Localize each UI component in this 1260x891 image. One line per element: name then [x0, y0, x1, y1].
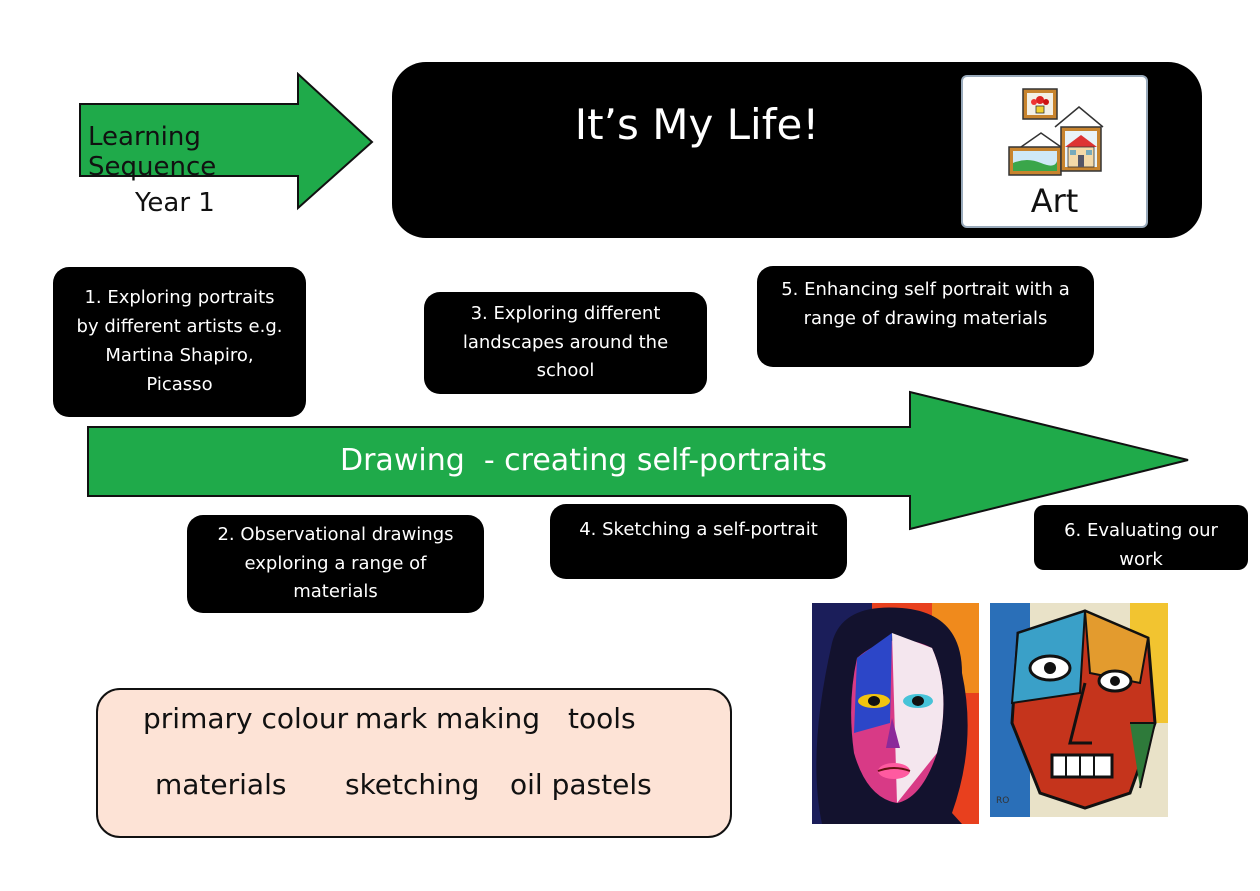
step-1-box: 1. Exploring portraits by different arti… [53, 267, 306, 417]
art-subject-label: Art [1030, 182, 1079, 220]
vocab-word: materials [155, 768, 287, 801]
vocab-word: sketching [345, 768, 480, 801]
vocab-word: tools [568, 702, 636, 735]
step-6-box: 6. Evaluating our work [1034, 505, 1248, 570]
portrait-painting-woman-icon [812, 603, 979, 824]
page-title: It’s My Life! [574, 100, 820, 149]
art-subject-card: Art [961, 75, 1148, 228]
main-arrow-label: Drawing - creating self-portraits [340, 443, 827, 478]
portrait-painting-cubist-face-icon: RO [990, 603, 1168, 817]
learning-sequence-label: Learning Sequence [88, 122, 217, 182]
vocab-word: oil pastels [510, 768, 652, 801]
painting-signature: RO [996, 796, 1009, 806]
step-3-box: 3. Exploring different landscapes around… [424, 292, 707, 394]
learning-sequence-arrow [79, 72, 374, 211]
vocab-word: mark making [355, 702, 541, 735]
vocab-word: primary colour [143, 702, 349, 735]
step-2-box: 2. Observational drawings exploring a ra… [187, 515, 484, 613]
art-pictures-icon [1008, 88, 1104, 176]
main-sequence-arrow [87, 390, 1189, 531]
step-5-box: 5. Enhancing self portrait with a range … [757, 266, 1094, 367]
vocabulary-box [96, 688, 732, 838]
year-label: Year 1 [135, 188, 215, 218]
step-4-box: 4. Sketching a self-portrait [550, 504, 847, 579]
